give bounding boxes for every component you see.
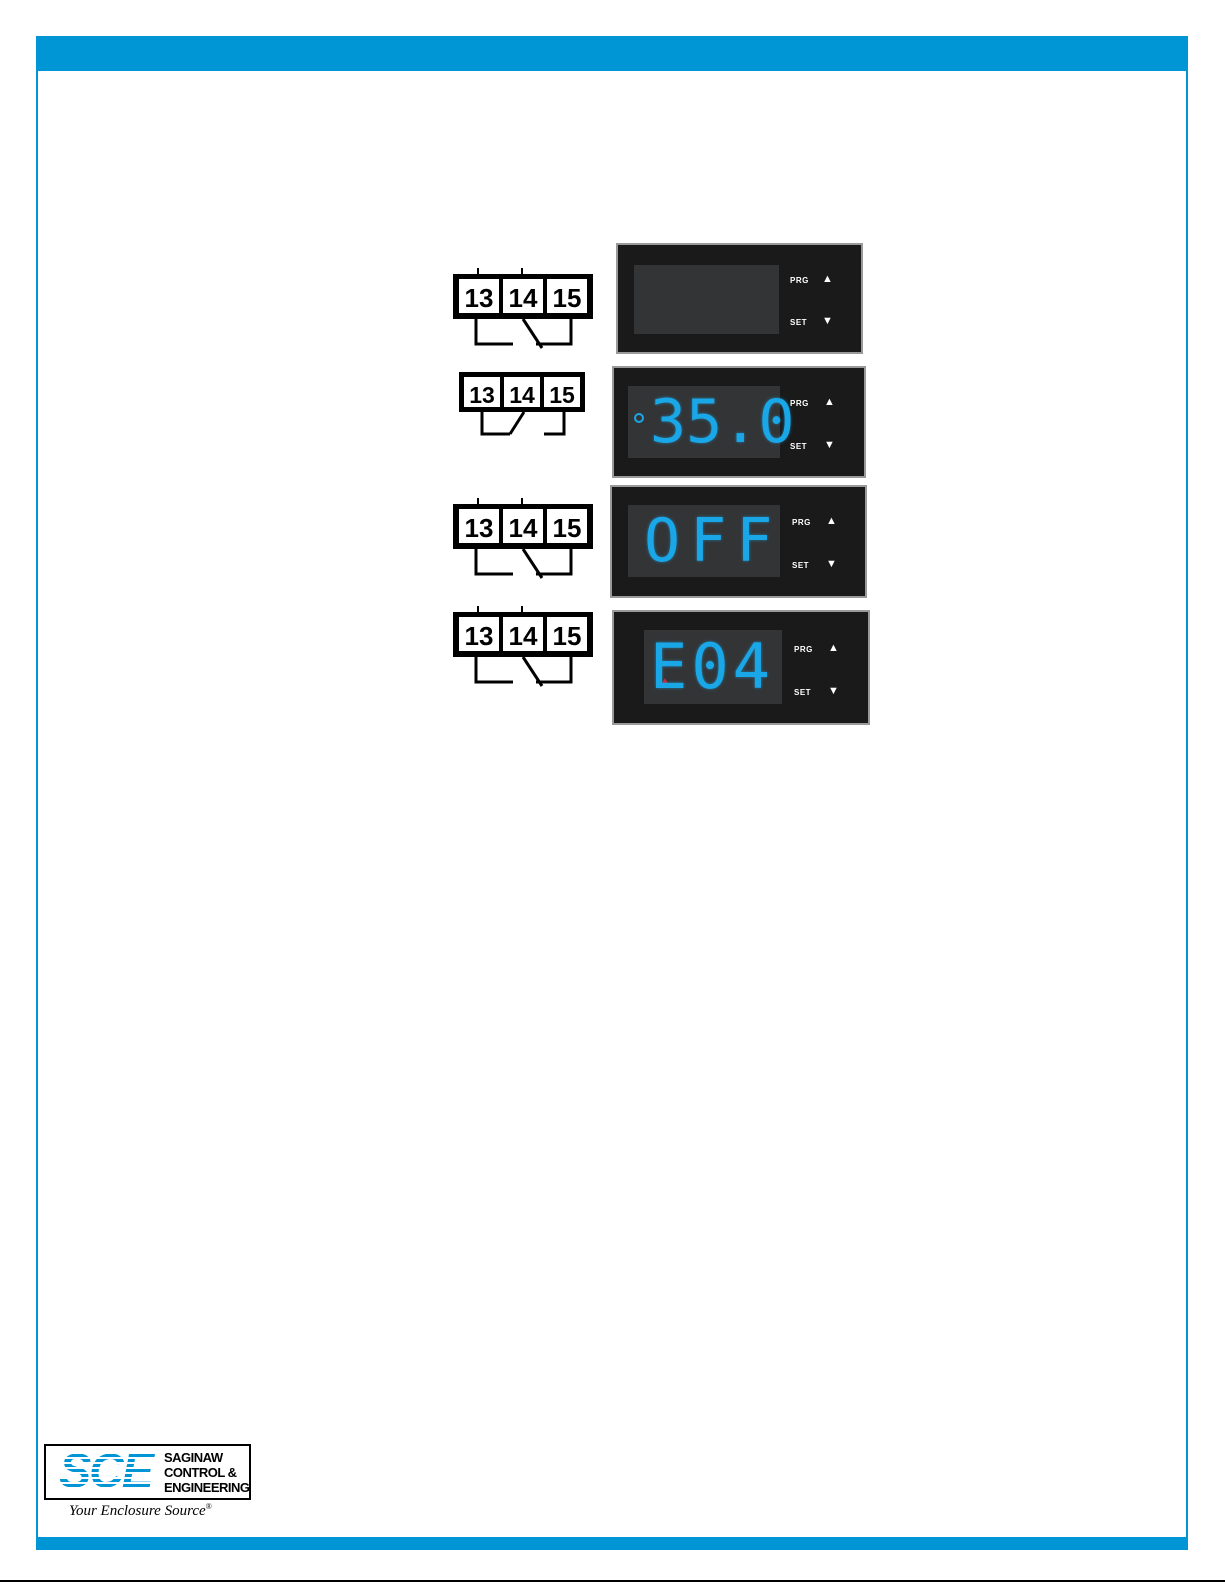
down-arrow-icon[interactable]: ▼	[828, 686, 839, 697]
lcd-readout: E04	[650, 636, 774, 698]
prg-button-label[interactable]: PRG	[794, 645, 813, 654]
registered-mark: ®	[206, 1502, 212, 1511]
controller-panel-4: E04 PRG ▲ SET ▼	[612, 610, 870, 725]
company-logo: SCE SAGINAW CONTROL & ENGINEERING	[44, 1444, 251, 1500]
terminal-diagram-1: 13 14 15	[448, 268, 598, 358]
up-arrow-icon[interactable]: ▲	[824, 397, 835, 408]
terminal-diagram-3: 13 14 15	[448, 498, 598, 588]
terminal-14-label: 14	[509, 283, 538, 313]
indicator-dot-icon	[634, 413, 644, 423]
page-frame	[36, 36, 1188, 1550]
footer-bar	[36, 1537, 1188, 1550]
down-arrow-icon[interactable]: ▼	[822, 316, 833, 327]
set-button-label[interactable]: SET	[790, 318, 807, 327]
terminal-14-label: 14	[509, 382, 535, 408]
terminal-14-label: 14	[509, 513, 538, 543]
relay-terminal-graphic: 13 14 15	[454, 368, 604, 458]
page-edge	[0, 1580, 1225, 1582]
lcd-screen: E04	[644, 630, 782, 704]
logo-line-3: ENGINEERING	[164, 1480, 250, 1495]
lcd-readout: OFF	[644, 511, 782, 571]
relay-terminal-graphic: 13 14 15	[448, 606, 598, 696]
lcd-screen: 35.0	[628, 386, 780, 458]
prg-button-label[interactable]: PRG	[792, 518, 811, 527]
lcd-screen: OFF	[628, 505, 780, 577]
terminal-14-label: 14	[509, 621, 538, 651]
set-button-label[interactable]: SET	[794, 688, 811, 697]
lcd-readout: 35.0	[650, 392, 795, 452]
controller-panel-2: 35.0 PRG ▲ SET ▼	[612, 366, 866, 478]
logo-company-name: SAGINAW CONTROL & ENGINEERING	[164, 1450, 250, 1495]
prg-button-label[interactable]: PRG	[790, 399, 809, 408]
prg-button-label[interactable]: PRG	[790, 276, 809, 285]
set-button-label[interactable]: SET	[792, 561, 809, 570]
up-arrow-icon[interactable]: ▲	[828, 643, 839, 654]
terminal-15-label: 15	[549, 382, 575, 408]
terminal-13-label: 13	[469, 382, 495, 408]
terminal-13-label: 13	[465, 283, 494, 313]
logo-tagline: Your Enclosure Source®	[69, 1502, 212, 1520]
lcd-screen	[634, 265, 779, 334]
logo-mark: SCE	[49, 1449, 162, 1495]
terminal-15-label: 15	[553, 283, 582, 313]
terminal-13-label: 13	[465, 513, 494, 543]
down-arrow-icon[interactable]: ▼	[826, 559, 837, 570]
terminal-15-label: 15	[553, 621, 582, 651]
logo-line-1: SAGINAW	[164, 1450, 250, 1465]
terminal-diagram-4: 13 14 15	[448, 606, 598, 696]
terminal-diagram-2: 13 14 15	[454, 368, 604, 458]
controller-panel-1: PRG ▲ SET ▼	[616, 243, 863, 354]
down-arrow-icon[interactable]: ▼	[824, 440, 835, 451]
relay-terminal-graphic: 13 14 15	[448, 268, 598, 358]
terminal-13-label: 13	[465, 621, 494, 651]
up-arrow-icon[interactable]: ▲	[822, 274, 833, 285]
tagline-text: Your Enclosure Source	[69, 1503, 206, 1519]
controller-panel-3: OFF PRG ▲ SET ▼	[610, 485, 867, 598]
logo-line-2: CONTROL &	[164, 1465, 250, 1480]
set-button-label[interactable]: SET	[790, 442, 807, 451]
relay-terminal-graphic: 13 14 15	[448, 498, 598, 588]
terminal-15-label: 15	[553, 513, 582, 543]
up-arrow-icon[interactable]: ▲	[826, 516, 837, 527]
